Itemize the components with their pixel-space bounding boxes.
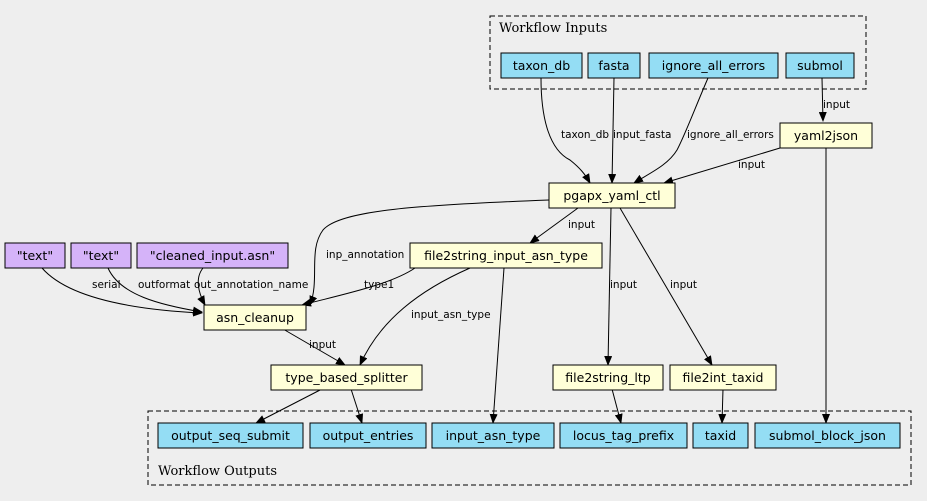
edge-label-out-annotation-name: out_annotation_name	[194, 279, 308, 291]
edge-pgapx-taxid	[619, 207, 713, 366]
output-node-taxid: taxid	[692, 422, 749, 449]
node-label: output_seq_submit	[171, 428, 290, 443]
constant-node-text-serial: "text"	[4, 242, 66, 269]
node-label: "text"	[83, 248, 119, 263]
edge-label-pgapx-ltp: input	[610, 279, 637, 291]
edge-label-outformat: outformat	[138, 279, 190, 291]
node-label: fasta	[598, 58, 629, 73]
edge-label-input-fasta: input_fasta	[613, 129, 671, 141]
step-node-file2string-input-asn-type: file2string_input_asn_type	[409, 242, 603, 269]
edge-label-serial: serial	[92, 279, 121, 291]
edge-submol-yaml2json	[818, 77, 827, 122]
edge-pgapx-file2string	[529, 207, 579, 244]
output-node-submol-block-json: submol_block_json	[754, 422, 901, 449]
output-node-output-seq-submit: output_seq_submit	[157, 422, 304, 449]
edge-file2string-asn-cleanup	[301, 267, 416, 307]
edge-file2string-splitter	[359, 267, 471, 366]
node-label: pgapx_yaml_ctl	[563, 188, 660, 203]
edge-label-asn-cleanup-splitter: input	[309, 339, 336, 351]
workflow-outputs-cluster	[147, 410, 912, 486]
node-label: input_asn_type	[446, 428, 541, 443]
step-node-asn-cleanup: asn_cleanup	[203, 304, 307, 331]
node-label: locus_tag_prefix	[573, 428, 674, 443]
edge-ignore-pgapx	[633, 77, 709, 184]
edge-label-input-asn-type: input_asn_type	[411, 309, 491, 321]
edge-label-ignore-all-errors: ignore_all_errors	[687, 129, 774, 141]
edges	[41, 77, 830, 424]
constant-node-cleaned-input-asn: "cleaned_input.asn"	[136, 242, 289, 269]
edge-taxon-db-pgapx	[540, 77, 591, 184]
edge-text1-asn-cleanup	[41, 267, 203, 317]
edge-taxid-taxid	[718, 388, 727, 424]
constant-node-text-outformat: "text"	[70, 242, 132, 269]
output-node-input-asn-type: input_asn_type	[431, 422, 555, 449]
step-node-yaml2json: yaml2json	[779, 122, 873, 149]
edge-text2-asn-cleanup	[107, 267, 203, 315]
step-node-type-based-splitter: type_based_splitter	[270, 364, 423, 391]
edge-asn-cleanup-splitter	[282, 328, 346, 366]
step-node-file2string-ltp: file2string_ltp	[552, 364, 664, 391]
output-node-output-entries: output_entries	[309, 422, 427, 449]
output-node-locus-tag-prefix: locus_tag_prefix	[559, 422, 688, 449]
edge-fasta-pgapx	[608, 77, 617, 184]
input-node-taxon-db: taxon_db	[500, 52, 583, 79]
node-label: file2int_taxid	[683, 370, 764, 385]
edge-yaml2json-pgapx	[663, 147, 781, 185]
node-label: yaml2json	[794, 128, 858, 143]
node-label: taxon_db	[513, 58, 570, 73]
edge-labels: input taxon_db input_fasta ignore_all_er…	[92, 99, 850, 351]
edge-splitter-seq-submit	[255, 388, 323, 424]
node-label: taxid	[705, 428, 736, 443]
node-label: submol	[797, 58, 843, 73]
node-label: asn_cleanup	[216, 310, 294, 325]
step-node-file2int-taxid: file2int_taxid	[669, 364, 777, 391]
edge-label-pgapx-taxid: input	[670, 279, 697, 291]
node-label: type_based_splitter	[285, 370, 408, 385]
step-node-pgapx-yaml-ctl: pgapx_yaml_ctl	[548, 182, 676, 209]
edge-file2string-input-asn-type	[489, 267, 505, 424]
node-label: "text"	[17, 248, 53, 263]
edge-pgapx-ltp	[604, 207, 613, 366]
edge-label-inp-annotation: inp_annotation	[326, 249, 404, 261]
node-label: file2string_input_asn_type	[424, 248, 588, 263]
node-label: output_entries	[323, 428, 414, 443]
input-node-submol: submol	[785, 52, 855, 79]
workflow-inputs-label: Workflow Inputs	[499, 21, 607, 36]
node-label: submol_block_json	[769, 428, 886, 443]
edge-label-taxon-db: taxon_db	[561, 129, 609, 141]
edge-label-pgapx-file2string: input	[568, 219, 595, 231]
edge-pgapx-asn-cleanup	[309, 199, 550, 306]
edge-label-type1: type1	[364, 279, 394, 291]
node-label: file2string_ltp	[565, 370, 650, 385]
input-node-ignore-all-errors: ignore_all_errors	[648, 52, 779, 79]
edge-ltp-locus-tag-prefix	[611, 388, 623, 424]
edge-splitter-entries	[350, 388, 364, 424]
workflow-inputs-cluster	[489, 15, 867, 90]
input-node-fasta: fasta	[587, 52, 641, 79]
edge-label-yaml2json-pgapx: input	[738, 159, 765, 171]
edge-label-submol-yaml2json: input	[823, 99, 850, 111]
edge-cleaned-asn-cleanup	[197, 267, 206, 306]
node-label: "cleaned_input.asn"	[150, 248, 275, 263]
workflow-outputs-label: Workflow Outputs	[158, 464, 277, 479]
node-label: ignore_all_errors	[662, 58, 765, 73]
